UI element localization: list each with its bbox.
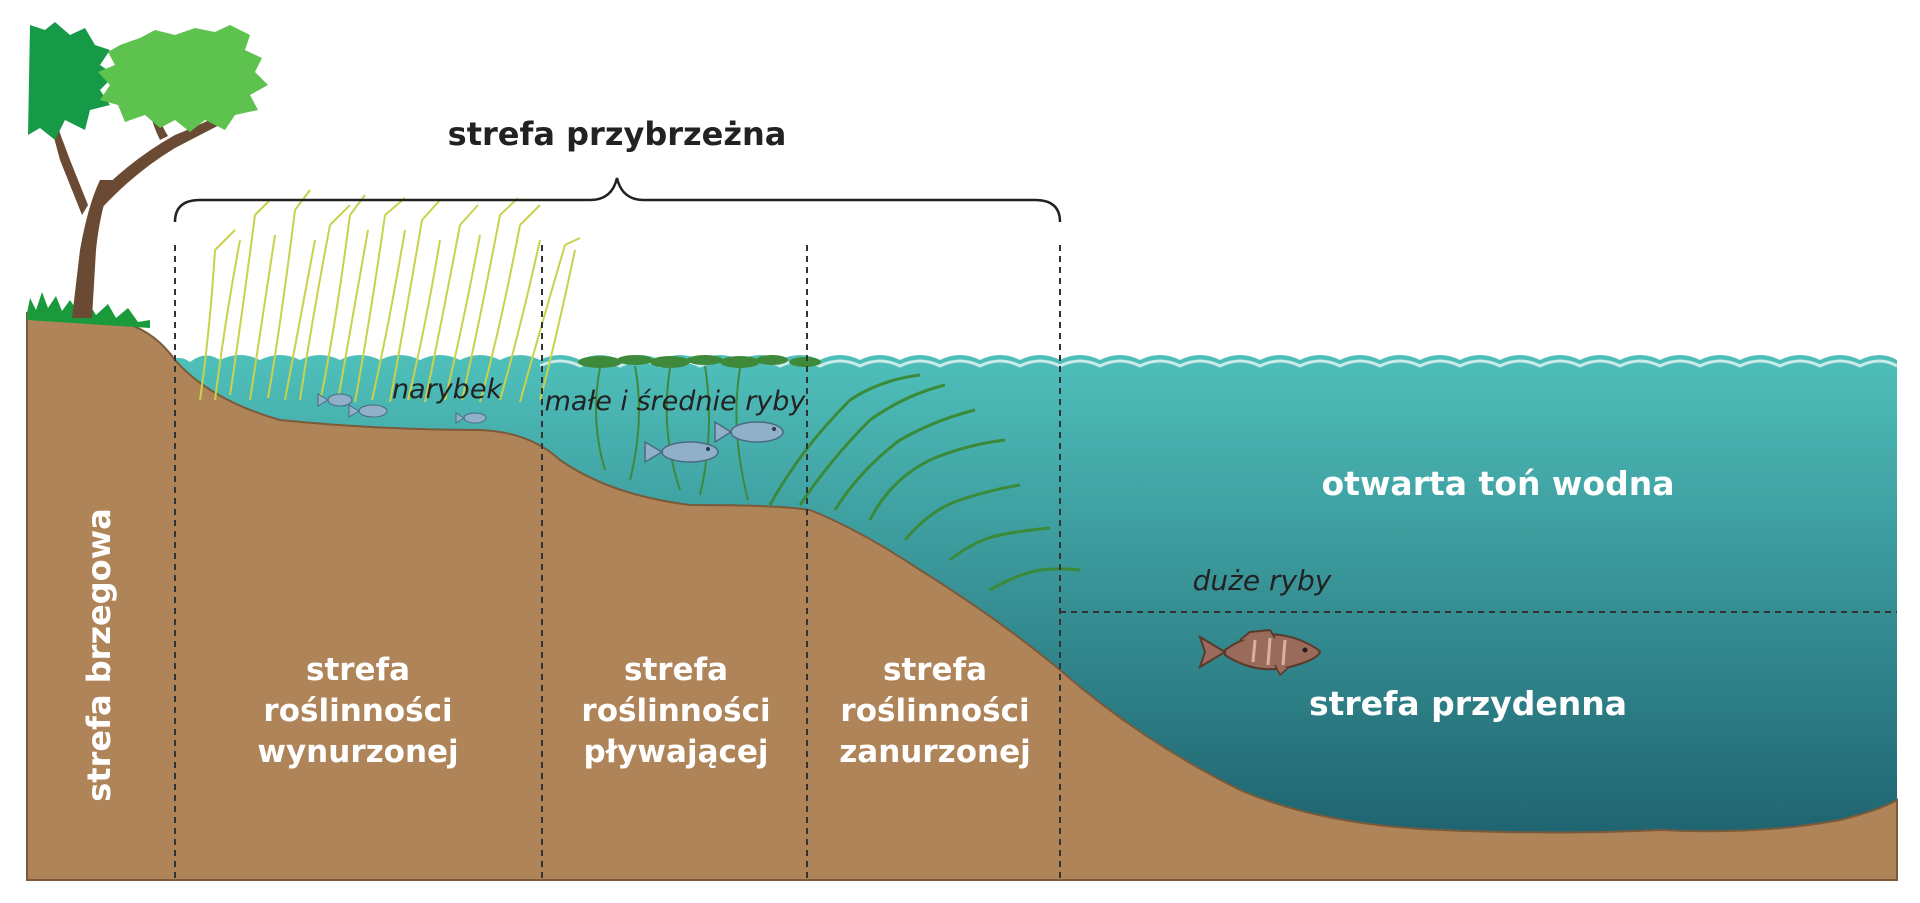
littoral-bracket bbox=[173, 177, 1062, 223]
submerged-plants bbox=[768, 373, 1081, 592]
medium-fish bbox=[644, 420, 784, 464]
benthic-zone-label: strefa przydenna bbox=[1309, 684, 1627, 723]
svg-text:strefa: strefa bbox=[306, 652, 410, 688]
fish-icon bbox=[317, 393, 353, 407]
fry-fish bbox=[317, 393, 487, 424]
fry-label: narybek bbox=[392, 374, 503, 405]
lake-bottom-soil bbox=[26, 311, 1898, 881]
svg-text:strefa: strefa bbox=[883, 652, 987, 688]
svg-text:pływającej: pływającej bbox=[583, 734, 768, 770]
floating-zone-label: strefa roślinności pływającej bbox=[581, 652, 770, 770]
large-fish-label: duże ryby bbox=[1193, 564, 1332, 597]
svg-text:roślinności: roślinności bbox=[840, 693, 1029, 729]
svg-text:roślinności: roślinności bbox=[263, 693, 452, 729]
emergent-zone-label: strefa roślinności wynurzonej bbox=[257, 652, 458, 770]
shore-tree bbox=[28, 22, 268, 318]
fish-icon bbox=[455, 412, 487, 424]
fish-icon bbox=[348, 404, 388, 418]
svg-text:zanurzonej: zanurzonej bbox=[839, 734, 1030, 770]
submerged-zone-label: strefa roślinności zanurzonej bbox=[839, 652, 1030, 770]
open-water-label: otwarta toń wodna bbox=[1322, 464, 1675, 503]
reed-plants bbox=[199, 189, 581, 403]
fish-icon bbox=[644, 440, 719, 464]
fish-icon bbox=[714, 420, 784, 444]
shore-zone-label: strefa brzegowa bbox=[80, 508, 118, 802]
svg-text:roślinności: roślinności bbox=[581, 693, 770, 729]
littoral-zone-label: strefa przybrzeżna bbox=[448, 115, 787, 153]
svg-text:strefa: strefa bbox=[624, 652, 728, 688]
large-fish-icon bbox=[1198, 628, 1322, 677]
lily-pads bbox=[578, 355, 821, 368]
svg-text:wynurzonej: wynurzonej bbox=[257, 734, 458, 770]
small-medium-fish-label: małe i średnie ryby bbox=[545, 386, 807, 417]
zone-dividers bbox=[174, 245, 1897, 880]
